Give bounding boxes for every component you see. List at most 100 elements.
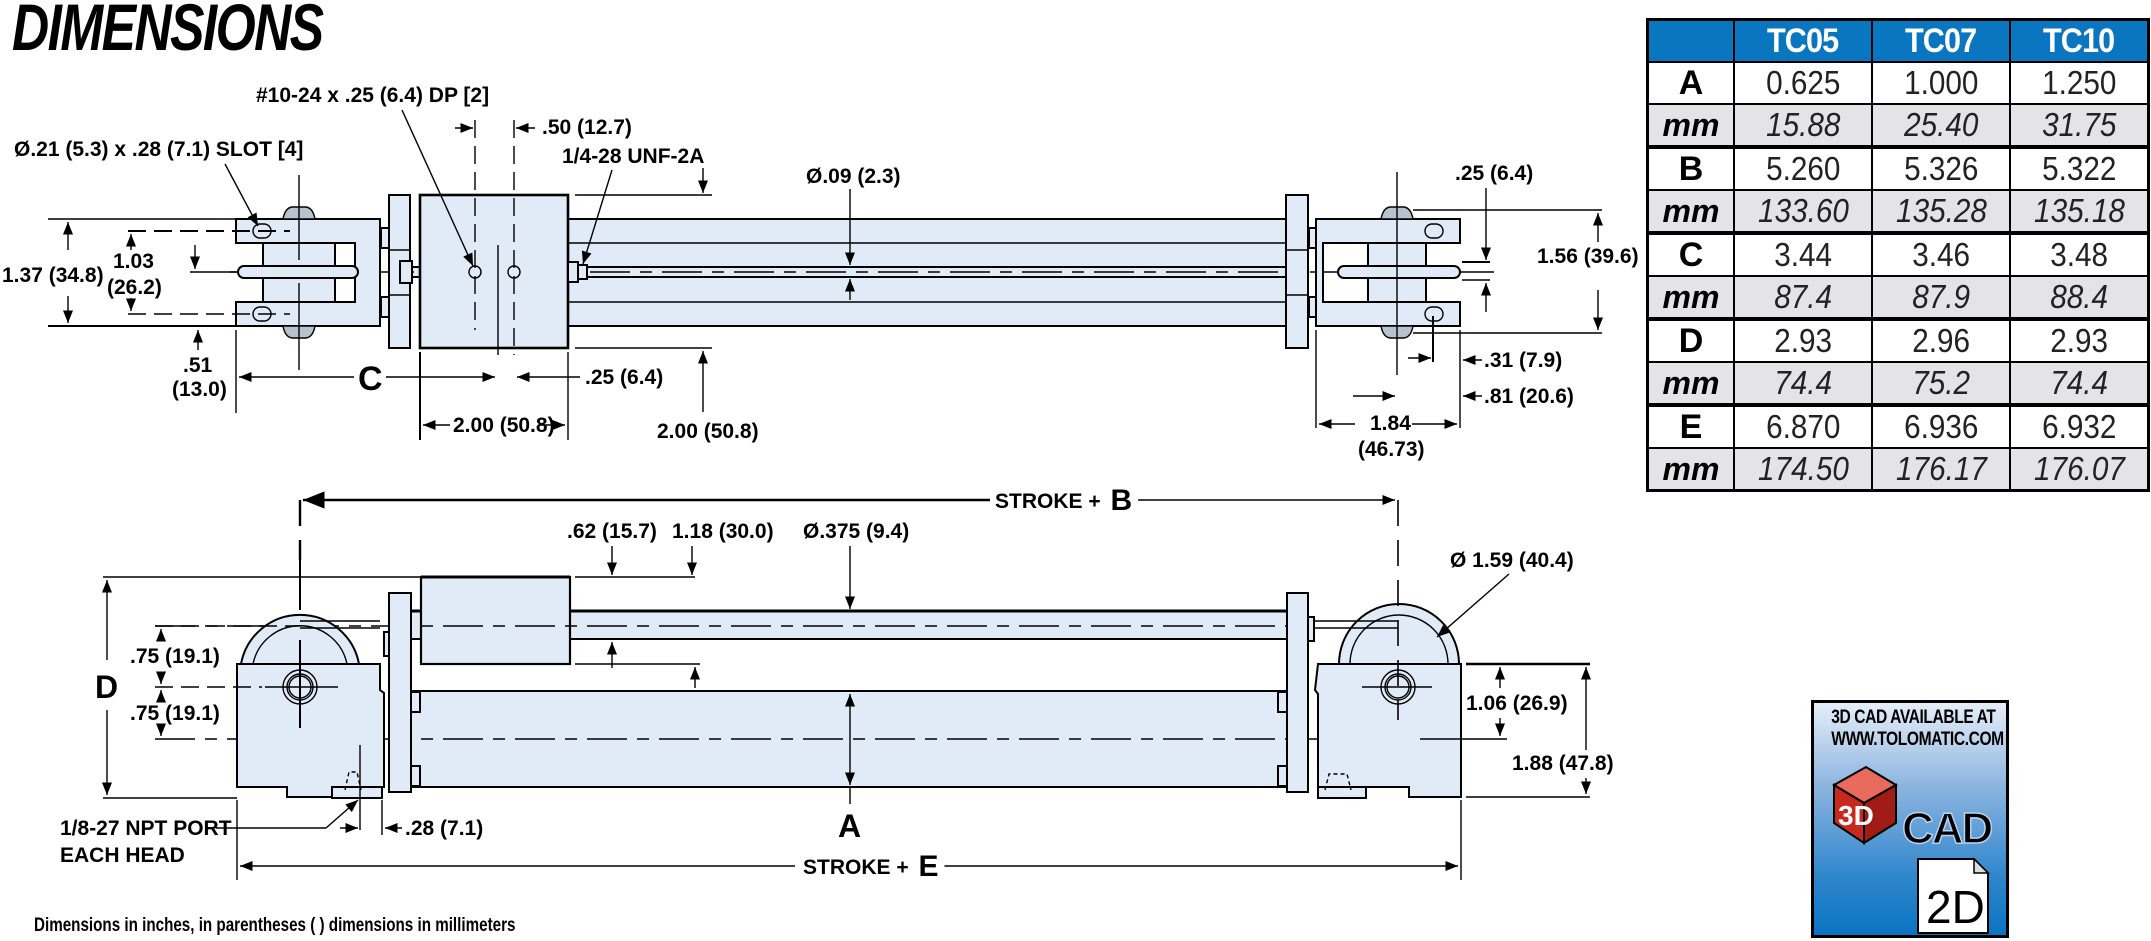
row-label: B — [1646, 145, 1735, 191]
table-cell: 176.07 — [2009, 447, 2150, 492]
table-cell: 135.28 — [1871, 189, 2011, 234]
row-label: mm — [1646, 361, 1735, 406]
column-header: TC10 — [2009, 18, 2150, 63]
hole-offset-label: .25 (6.4) — [585, 366, 663, 389]
right-flange-side — [1286, 592, 1309, 793]
page-title: DIMENSIONS — [12, 0, 324, 64]
table-cell: 6.936 — [1871, 403, 2011, 449]
offset-mm: (13.0) — [172, 378, 227, 401]
table-cell: 88.4 — [2009, 275, 2150, 320]
cad-availability-badge: 3D CAD AVAILABLE AT WWW.TOLOMATIC.COM 3D… — [1811, 700, 2009, 938]
c-label: C — [358, 360, 383, 398]
row-label: E — [1646, 403, 1735, 449]
column-header: TC05 — [1733, 18, 1873, 63]
head-height-label: 1.88 (47.8) — [1512, 752, 1614, 775]
port-label-line1: 1/8-27 NPT PORT — [60, 817, 232, 840]
right-head — [1313, 603, 1462, 799]
side-view: STROKE + B .62 (15.7) 1.18 (30.0) Ø.375 … — [60, 484, 1614, 883]
table-cell: 135.18 — [2009, 189, 2150, 234]
row-label: mm — [1646, 103, 1735, 148]
height-right-label: 1.56 (39.6) — [1537, 245, 1639, 268]
cube-3d-icon: 3D — [1832, 765, 1898, 845]
stroke-b-prefix: STROKE + — [995, 490, 1106, 513]
table-cell: 6.870 — [1733, 403, 1873, 449]
left-flange-side — [388, 592, 412, 793]
pulley-dia-label: Ø 1.59 (40.4) — [1450, 549, 1574, 572]
doc-text: 2D — [1926, 881, 1985, 933]
clevis-length-mm: (46.73) — [1358, 438, 1425, 461]
cube-text: 3D — [1838, 800, 1874, 831]
table-cell: 176.17 — [1871, 447, 2011, 492]
rod-dia-label: Ø.375 (9.4) — [803, 520, 909, 543]
upper-offset-label: .75 (19.1) — [130, 645, 220, 668]
row-label: C — [1646, 231, 1735, 277]
table-cell: 1.000 — [1871, 61, 2011, 105]
cad-badge-line1: 3D CAD AVAILABLE AT — [1831, 707, 1996, 728]
column-header: TC07 — [1871, 18, 2011, 63]
row-label: mm — [1646, 447, 1735, 492]
table-cell: 74.4 — [1733, 361, 1873, 406]
table-cell: 75.2 — [1871, 361, 2011, 406]
port-offset-label: .28 (7.1) — [405, 817, 483, 840]
table-cell: 31.75 — [2009, 103, 2150, 148]
row-label: mm — [1646, 275, 1735, 320]
offset-value: .51 — [183, 354, 213, 377]
table-cell: 6.932 — [2009, 403, 2150, 449]
d-label: D — [95, 669, 118, 705]
table-cell: 3.46 — [1871, 231, 2011, 277]
table-cell: 5.326 — [1871, 145, 2011, 191]
units-footnote: Dimensions in inches, in parentheses ( )… — [34, 915, 516, 936]
port-label-line2: EACH HEAD — [60, 844, 185, 867]
row-label: mm — [1646, 189, 1735, 234]
table-cell: 174.50 — [1733, 447, 1873, 492]
table-cell: 87.4 — [1733, 275, 1873, 320]
slot-offset-label: .31 (7.9) — [1484, 349, 1562, 372]
spacing-label: .50 (12.7) — [542, 116, 632, 139]
right-flange-top — [1285, 194, 1309, 349]
left-head — [236, 560, 391, 830]
table-cell: 15.88 — [1733, 103, 1873, 148]
table-cell: 87.9 — [1871, 275, 2011, 320]
table-cell: 2.93 — [2009, 317, 2150, 363]
carriage-top-label: .62 (15.7) — [567, 520, 657, 543]
right-clevis — [1308, 172, 1461, 375]
cable-dia-label: Ø.09 (2.3) — [806, 165, 901, 188]
cad-text: CAD — [1902, 804, 1992, 853]
tap-label: #10-24 x .25 (6.4) DP [2] — [256, 84, 489, 107]
table-cell: 3.48 — [2009, 231, 2150, 277]
a-label: A — [838, 808, 861, 844]
left-clevis — [235, 175, 390, 370]
row-label: D — [1646, 317, 1735, 363]
cad-logo-icon: 3D CAD 2D — [1832, 765, 1994, 934]
stroke-e-letter: E — [918, 850, 938, 883]
carriage-height-label: 2.00 (50.8) — [657, 420, 759, 443]
right-gap-label: .25 (6.4) — [1455, 162, 1533, 185]
cad-badge-line2: WWW.TOLOMATIC.COM — [1831, 729, 2004, 750]
table-cell: 5.322 — [2009, 145, 2150, 191]
table-cell: 3.44 — [1733, 231, 1873, 277]
height-left-label: 1.37 (34.8) — [2, 264, 104, 287]
clevis-length-value: 1.84 — [1370, 412, 1411, 435]
carriage-side — [419, 575, 572, 666]
table-cell: 2.96 — [1871, 317, 2011, 363]
carriage-top2-label: 1.18 (30.0) — [672, 520, 774, 543]
table-cell: 5.260 — [1733, 145, 1873, 191]
table-cell: 74.4 — [2009, 361, 2150, 406]
stroke-b-letter: B — [1110, 484, 1132, 517]
table-cell: 0.625 — [1733, 61, 1873, 105]
table-cell: 1.250 — [2009, 61, 2150, 105]
pin-offset-label: .81 (20.6) — [1484, 385, 1574, 408]
stroke-e-prefix: STROKE + — [803, 856, 914, 879]
slot-label: Ø.21 (5.3) x .28 (7.1) SLOT [4] — [14, 138, 303, 161]
